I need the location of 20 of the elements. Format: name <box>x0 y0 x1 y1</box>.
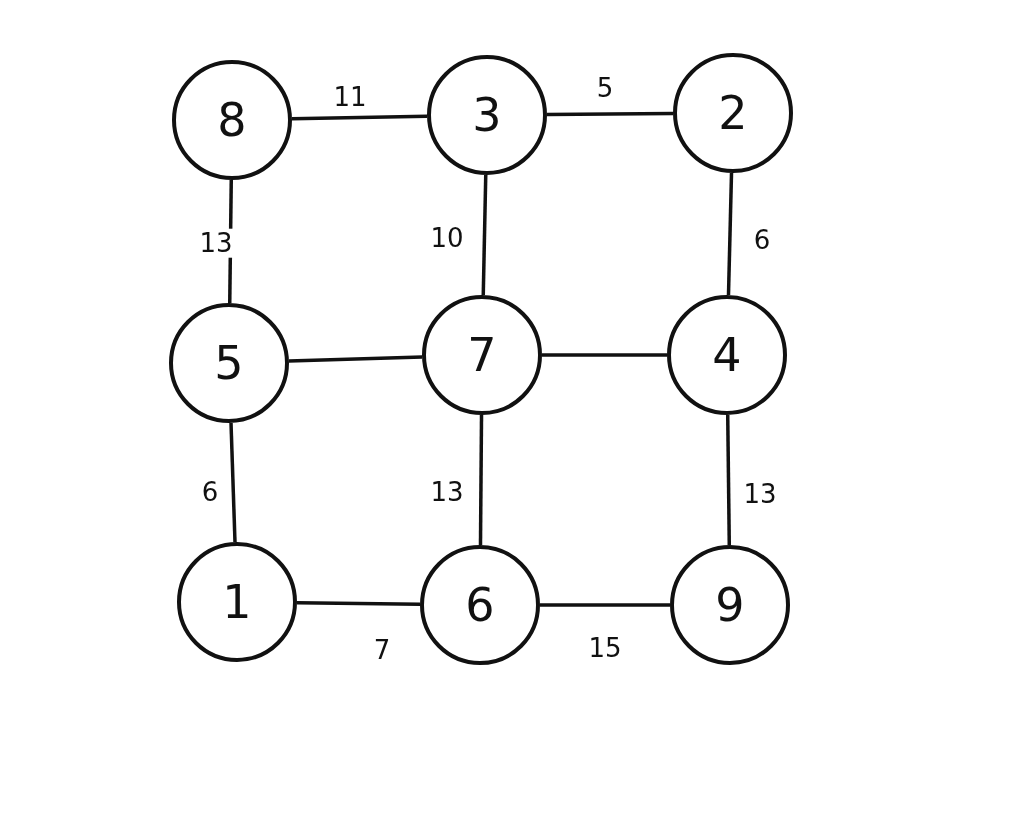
node-number: 4 <box>712 328 742 382</box>
node-number: 3 <box>472 88 502 142</box>
connector-line <box>229 422 237 543</box>
connector-line <box>725 414 732 546</box>
node-number: 8 <box>217 93 247 147</box>
connector-line <box>291 114 428 121</box>
connector-line <box>547 111 673 117</box>
connector-line <box>288 355 423 363</box>
node-number: 9 <box>715 578 745 632</box>
connector-line <box>542 353 667 357</box>
node-number: 5 <box>214 336 244 390</box>
connector-line <box>481 174 488 296</box>
node-number: 7 <box>467 328 497 382</box>
connector-line <box>726 172 734 296</box>
connector-line <box>478 415 484 545</box>
node-number: 1 <box>222 575 252 629</box>
node-number: 6 <box>465 578 495 632</box>
connector-line <box>540 603 670 607</box>
connector-line <box>296 601 421 606</box>
node-number: 2 <box>718 86 748 140</box>
